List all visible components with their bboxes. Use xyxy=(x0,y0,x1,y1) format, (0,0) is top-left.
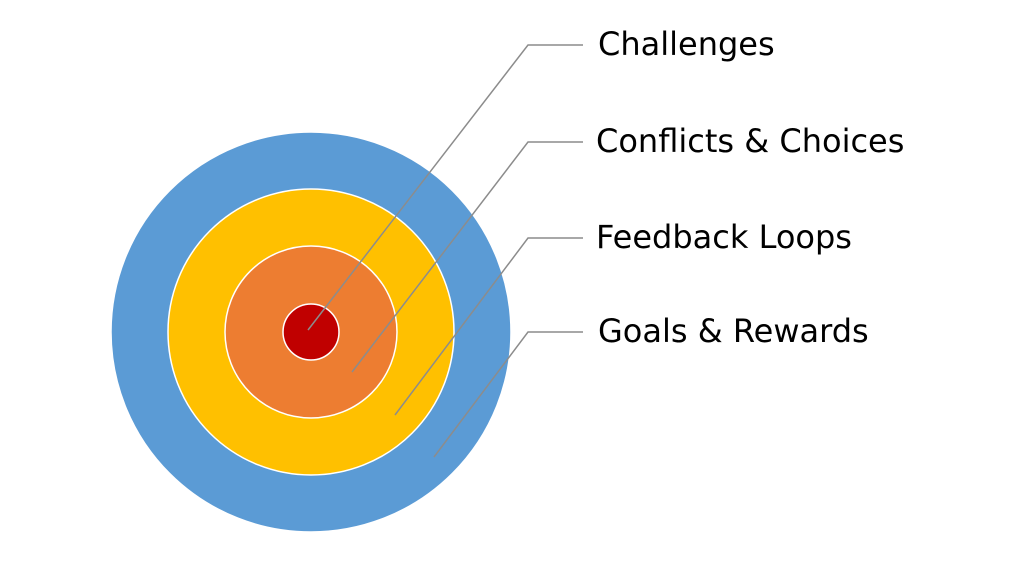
label-conflicts-choices: Conflicts & Choices xyxy=(596,122,904,160)
ring-challenges xyxy=(282,303,340,361)
leader-line-goals-rewards xyxy=(433,331,583,458)
label-feedback-loops: Feedback Loops xyxy=(596,218,852,256)
leader-line-feedback-loops xyxy=(394,237,583,416)
leader-line-conflicts-choices xyxy=(351,141,583,373)
label-goals-rewards: Goals & Rewards xyxy=(598,312,869,350)
leader-line-challenges xyxy=(307,44,583,331)
label-challenges: Challenges xyxy=(598,25,775,63)
